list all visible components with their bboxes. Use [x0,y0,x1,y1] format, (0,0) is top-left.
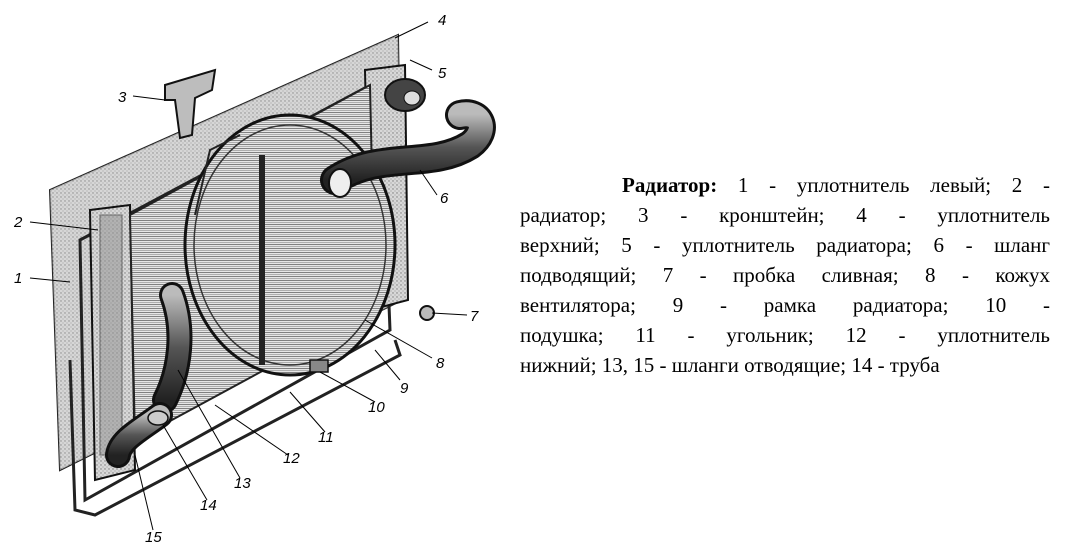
radiator-diagram: 1 2 3 4 5 6 7 8 9 10 11 12 13 14 15 [13,12,496,546]
callout-11: 11 [318,429,334,446]
caption-line-1: Радиатор: 1 - уплотнитель левый; 2 - [520,170,1050,200]
callout-2: 2 [13,214,23,231]
caption-line-3: верхний; 5 - уплотнитель радиатора; 6 - … [520,233,1050,257]
callout-4: 4 [438,12,446,29]
caption-line-6: подушка; 11 - угольник; 12 - уплотнитель [520,323,1050,347]
callout-13: 13 [234,475,251,492]
callout-8: 8 [436,355,445,372]
drain-plug [419,305,435,321]
callout-3: 3 [118,89,127,106]
callout-14: 14 [200,497,217,514]
caption-text-1: 1 - уплотнитель левый; 2 - [717,173,1050,197]
callout-15: 15 [145,529,162,546]
leader-lines [29,21,468,531]
bracket [164,68,217,140]
callout-10: 10 [368,399,385,416]
caption-line-7: нижний; 13, 15 - шланги отводящие; 14 - … [520,353,940,377]
caption-line-2: радиатор; 3 - кронштейн; 4 - уплотнитель [520,203,1050,227]
cushion [309,359,329,373]
diagram-caption: Радиатор: 1 - уплотнитель левый; 2 - рад… [520,170,1050,380]
caption-title: Радиатор: [622,173,718,197]
callout-6: 6 [440,190,449,207]
callout-12: 12 [283,450,300,467]
callout-9: 9 [400,380,409,397]
caption-line-4: подводящий; 7 - пробка сливная; 8 - кожу… [520,263,1050,287]
caption-line-5: вентилятора; 9 - рамка радиатора; 10 - [520,293,1050,317]
callout-5: 5 [438,65,447,82]
callout-1: 1 [14,270,22,287]
callout-7: 7 [470,308,479,325]
